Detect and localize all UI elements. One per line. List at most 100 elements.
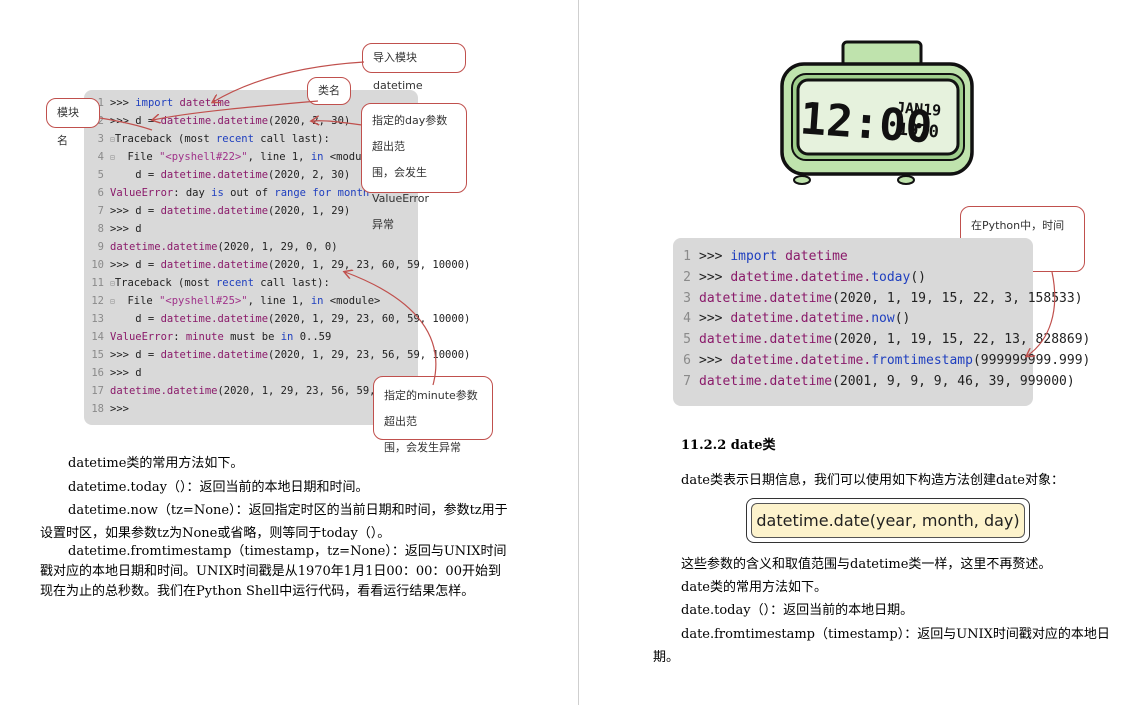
code-line: 13 d = datetime.datetime(2020, 1, 29, 23… (84, 310, 470, 328)
fold-marker: ⊟ (110, 279, 115, 288)
line-number: 13 (91, 313, 104, 325)
code-token: (999999999.999) (972, 353, 1091, 368)
line-number: 9 (97, 241, 104, 253)
code-token: datetime.datetime (699, 373, 833, 389)
code-line: 12⊟ File "<pyshell#25>", line 1, in <mod… (84, 292, 380, 310)
code-token: import (135, 97, 174, 109)
callout-import-module: 导入模块datetime (362, 43, 466, 92)
code-token: ValueError (110, 331, 174, 343)
fold-marker: ⊟ (110, 153, 115, 162)
paragraph-date-methods-intro: date类的常用方法如下。 (681, 580, 827, 595)
code-token: 0..59 (293, 331, 332, 343)
callout-day-error: 指定的day参数超出范 围，会发生ValueError 异常 (361, 103, 467, 231)
callout-import-module-text: 导入模块datetime (373, 51, 423, 92)
code-token: datetime.datetime (160, 169, 269, 181)
line-number: 15 (91, 349, 104, 361)
paragraph-datetime-methods-intro: datetime类的常用方法如下。 (68, 456, 244, 471)
code-token: recent (215, 277, 254, 289)
code-line: 4⊟ File "<pyshell#22>", line 1, in <modu… (84, 148, 381, 166)
code-token: >>> d = (110, 259, 161, 271)
line-number: 14 (91, 331, 104, 343)
paragraph-date-class-intro: date类表示日期信息，我们可以使用如下构造方法创建date对象： (681, 473, 1064, 488)
code-token: d = (110, 169, 161, 181)
code-token: (2020, 2, 30) (268, 169, 351, 181)
code-token: <module> (323, 295, 381, 307)
line-number: 2 (683, 269, 691, 285)
paragraph-date-today: date.today（）：返回当前的本地日期。 (681, 603, 914, 618)
line-number: 3 (683, 290, 691, 306)
code-token: datetime.datetime (160, 259, 269, 271)
line-number: 6 (683, 353, 691, 368)
code-token: datetime.datetime (160, 349, 269, 361)
line-number: 4 (97, 151, 104, 163)
code-token: month (331, 187, 370, 199)
alarm-clock-illustration: 12:00 JAN19 1970 (778, 40, 978, 188)
code-line: 8>>> d (84, 220, 142, 238)
code-token: in (310, 295, 324, 307)
code-line: 6>>> datetime.datetime.fromtimestamp(999… (673, 351, 1090, 372)
code-token: today (871, 269, 911, 285)
callout-day-error-line: 异常 (372, 218, 394, 231)
line-number: 1 (683, 249, 691, 264)
code-token: >>> d = (110, 205, 161, 217)
line-number: 12 (91, 295, 104, 307)
line-number: 1 (97, 97, 104, 109)
code-token: File (114, 151, 160, 163)
code-token: >>> (699, 311, 731, 327)
code-token: (2001, 9, 9, 9, 46, 39, 999000) (832, 373, 1075, 389)
code-token: datetime (173, 97, 231, 109)
code-token: datetime.datetime (110, 241, 218, 253)
line-number: 11 (91, 277, 104, 289)
clock-date-display: JAN19 (895, 98, 941, 119)
code-token: d = (110, 313, 161, 325)
code-token: minute (185, 331, 224, 343)
code-token: (2020, 1, 29, 23, 56, 59, 10000) (268, 349, 471, 361)
code-token: >>> d = (110, 349, 161, 361)
code-token: now (871, 311, 895, 327)
line-number: 7 (97, 205, 104, 217)
code-token: "<pyshell#22>" (159, 151, 248, 163)
code-token: datetime.datetime. (730, 269, 872, 285)
paragraph-date-fromtimestamp: date.fromtimestamp（timestamp）：返回与UNIX时间戳… (653, 627, 1110, 665)
code-token: (2020, 1, 19, 15, 22, 13, 828869) (832, 332, 1091, 348)
code-line: 3 datetime.datetime(2020, 1, 19, 15, 22, … (673, 289, 1083, 310)
code-token: call last): (253, 133, 330, 145)
code-token: Traceback (most (114, 277, 216, 289)
code-line: 2>>> d = datetime.datetime(2020, 2, 30) (84, 112, 351, 130)
line-number: 10 (91, 259, 104, 271)
code-token: >>> (110, 403, 129, 415)
code-token: >>> (110, 97, 136, 109)
code-token: import (730, 249, 778, 264)
formula-box: datetime.date(year, month, day) (746, 498, 1030, 543)
code-line: 11⊟Traceback (most recent call last): (84, 274, 329, 292)
code-line: 4>>> datetime.datetime.now() (673, 309, 910, 330)
formula-date-constructor: datetime.date(year, month, day) (751, 503, 1025, 538)
paragraph-datetime-now: datetime.now（tz=None）：返回指定时区的当前日期和时间，参数t… (40, 503, 508, 541)
code-line: 3⊟Traceback (most recent call last): (84, 130, 330, 148)
code-line: 18>>> (84, 400, 129, 418)
code-token: >>> (699, 269, 731, 285)
fold-marker: ⊟ (110, 297, 115, 306)
code-token: must be (223, 331, 281, 343)
code-token: datetime.datetime (160, 205, 269, 217)
fold-marker: ⊟ (110, 135, 115, 144)
callout-class-name-text: 类名 (318, 84, 340, 97)
code-token: recent (215, 133, 254, 145)
callout-minute-error: 指定的minute参数超出范 围，会发生异常 (373, 376, 493, 454)
code-line: 1>>> import datetime (673, 247, 848, 268)
code-token: (2020, 1, 19, 15, 22, 3, 158533) (832, 290, 1083, 306)
clock-time-display: 12:00 (798, 93, 934, 153)
code-token: datetime.datetime (699, 290, 833, 306)
callout-module-name: 模块名 (46, 98, 100, 147)
code-token: (2020, 1, 29) (268, 205, 351, 217)
code-token: >>> d (110, 223, 142, 235)
code-token: ValueError (110, 187, 174, 199)
callout-minute-error-line: 围，会发生异常 (384, 441, 461, 454)
code-token: in (310, 151, 324, 163)
code-token: range (274, 187, 306, 199)
callout-module-name-text: 模块名 (57, 106, 79, 147)
